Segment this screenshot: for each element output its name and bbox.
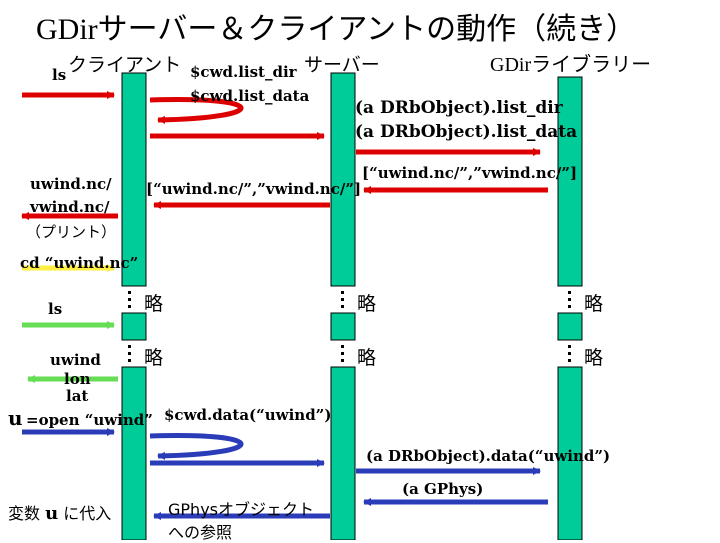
omitted-label: 略	[144, 293, 164, 315]
print-label: （プリント）	[26, 223, 117, 241]
omitted-label: 略	[144, 347, 164, 369]
column-header-server: サーバー	[304, 54, 380, 76]
message-ls-second: ls	[48, 300, 63, 318]
omitted-label: 略	[357, 293, 377, 315]
message-cwd-list-data: $cwd.list_data	[190, 87, 310, 105]
message-ls: ls	[52, 66, 67, 84]
lifeline-server	[330, 72, 356, 540]
lifeline-client	[121, 72, 147, 540]
page-title: GDirサーバー＆クライアントの動作（続き）	[36, 13, 637, 46]
message-library-return: [“uwind.nc/”,”vwind.nc/”]	[362, 164, 578, 182]
gphys-reference-line-1: GPhysオブジェクト	[168, 500, 314, 519]
column-header-client: クライアント	[68, 54, 182, 76]
message-server-return: [“uwind.nc/”,”vwind.nc/”]	[146, 180, 362, 198]
assignment-label: 変数 u に代入	[8, 500, 111, 524]
arrow-self-call-data	[149, 433, 244, 460]
lifeline-library	[557, 76, 583, 540]
omitted-label: 略	[584, 293, 604, 315]
var-output-uwind: uwind	[50, 351, 101, 369]
message-drb-list-dir: (a DRbObject).list_dir	[355, 98, 563, 118]
message-cd: cd “uwind.nc”	[20, 254, 139, 272]
var-output-lat: lat	[66, 387, 89, 405]
gphys-reference-line-2: への参照	[168, 523, 233, 542]
message-cwd-data: $cwd.data(“uwind”)	[164, 406, 332, 424]
assignment-word-variable: 変数	[8, 504, 41, 523]
omission-dots	[128, 291, 571, 362]
print-output-line-2: vwind.nc/	[30, 198, 110, 216]
message-a-gphys: (a GPhys)	[402, 480, 484, 498]
assignment-word-assign: に代入	[63, 504, 112, 523]
assignment-variable-u: u	[45, 503, 59, 524]
variable-u: u	[8, 406, 23, 430]
message-open-uwind: =open “uwind”	[26, 411, 153, 429]
column-header-library: GDirライブラリー	[490, 54, 652, 76]
arrow-self-call-list	[149, 97, 244, 124]
message-cwd-list-dir: $cwd.list_dir	[190, 63, 297, 81]
omitted-label: 略	[584, 347, 604, 369]
message-drb-list-data: (a DRbObject).list_data	[355, 122, 578, 142]
print-output-line-1: uwind.nc/	[30, 175, 112, 193]
var-output-lon: lon	[64, 370, 91, 388]
message-drb-data: (a DRbObject).data(“uwind”)	[366, 447, 611, 465]
omitted-label: 略	[357, 347, 377, 369]
